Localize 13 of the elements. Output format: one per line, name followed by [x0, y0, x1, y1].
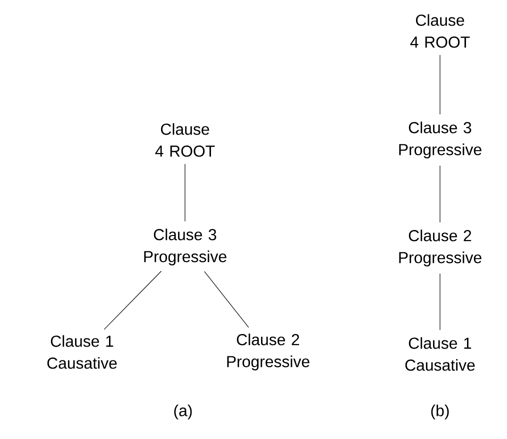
panel-label: (b) — [431, 404, 449, 420]
clause-label: Clause 3 Progressive — [399, 122, 482, 158]
clause-label: Clause 2 Progressive — [227, 334, 310, 370]
clause-label: Clause 2 Progressive — [399, 230, 482, 266]
tree-line — [104, 270, 162, 330]
panel-label: (a) — [174, 404, 192, 420]
clause-label: Clause 4 ROOT — [410, 14, 470, 48]
clause-label: Clause 3 Progressive — [144, 228, 226, 266]
clause-label: Clause 1 Causative — [47, 335, 117, 369]
tree-line — [184, 164, 186, 222]
tree-line — [204, 271, 249, 328]
clause-label: Clause 1 Causative — [405, 337, 475, 371]
clause-label: Clause 4 ROOT — [155, 123, 215, 157]
